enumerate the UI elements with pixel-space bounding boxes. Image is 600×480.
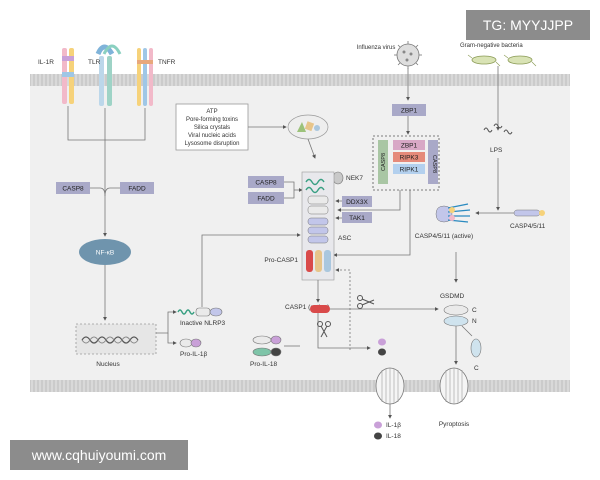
tnfr-receptor: [137, 48, 153, 106]
tak1-box: [342, 212, 372, 223]
gsdmd-c-fragment: [470, 338, 482, 358]
stimuli-line-2: Pore-forming toxins: [186, 117, 238, 123]
scissors-icon: [357, 295, 375, 309]
casp8-vertical-right-label: CASP8: [431, 155, 437, 173]
casp8-vertical-right: [428, 140, 438, 184]
inactive-nlrp3-label: Inactive NLRP3: [180, 320, 226, 327]
ddx3x-box: [342, 196, 372, 207]
casp4511-label: CASP4/5/11: [510, 223, 546, 230]
casp8-left-box: [56, 182, 90, 194]
ripk3-label: RIPK3: [400, 155, 419, 162]
il18-legend-label: IL-18: [386, 433, 401, 440]
pro-casp1-label: Pro-CASP1: [264, 257, 298, 264]
inactive-nlrp3: [177, 307, 223, 317]
stimuli-box: [175, 103, 249, 151]
stimuli-line-3: Silica crystals: [194, 125, 230, 131]
nucleus-label: Nucleus: [96, 361, 120, 368]
casp1-active-label: CASP1 (active): [285, 304, 329, 311]
pro-il18-mid: [252, 347, 282, 357]
casp8-vertical-left-label: CASP8: [381, 153, 387, 171]
il1b-legend-label: IL-1β: [386, 422, 401, 429]
zbp1-inner-label: ZBP1: [401, 143, 418, 150]
nucleus: [75, 323, 157, 355]
pro-il1b-label: Pro-IL-1β: [180, 351, 207, 358]
stimuli-line-5: Lysosome disruption: [185, 141, 240, 147]
gsdmd-pore-left: [375, 367, 405, 405]
il1b-mature: [378, 338, 386, 346]
il1r-label: IL-1R: [38, 59, 54, 66]
pyroptosis-label: Pyroptosis: [439, 421, 470, 428]
watermark-url: www.cqhuiyoumi.com: [10, 440, 188, 470]
casp4511-active-label: CASP4/5/11 (active): [415, 233, 473, 240]
ripk1-box: [393, 164, 425, 174]
plasma-membrane-top: [30, 74, 570, 86]
bacteria-label: Gram-negative bacteria: [460, 43, 523, 49]
zbp1-top-label: ZBP1: [401, 108, 418, 115]
casp1-active: [310, 305, 330, 313]
gram-negative-bacteria: [467, 54, 537, 67]
il1r-receptor: [62, 48, 74, 104]
casp8-vertical-left: [378, 140, 388, 184]
nfkb-node: [79, 239, 131, 265]
gsdmd-c-label: C: [472, 307, 477, 314]
tlr-label: TLR: [88, 59, 101, 66]
asc-oligomer: [307, 217, 329, 244]
il18-legend-icon: [374, 432, 382, 440]
gsdmd-c-domain: [443, 304, 469, 316]
gsdmd-n-label: N: [472, 318, 477, 325]
stimuli-line-1: ATP: [206, 109, 217, 115]
il18-mature: [378, 348, 386, 356]
watermark-tg: TG: MYYJJPP: [466, 10, 590, 40]
lps-molecules: [483, 123, 513, 135]
ripk1-label: RIPK1: [400, 167, 419, 174]
nlrp3-oligomer: [305, 178, 329, 215]
gsdmd-pore-right: [439, 367, 469, 405]
zbp1-inner-box: [393, 140, 425, 150]
gsdmd-c2-label: C: [474, 365, 479, 372]
casp8-mid-label: CASP8: [255, 180, 277, 187]
fadd-mid-label: FADD: [257, 196, 275, 203]
nfkb-label: NF-κB: [96, 250, 114, 257]
pro-il1b-molecule: [179, 338, 202, 348]
gsdmd-n-domain: [443, 315, 469, 327]
pro-il18-label: Pro-IL-18: [250, 361, 277, 368]
pro-casp1-oligomer: [306, 250, 331, 272]
feedback-arrow: [335, 268, 351, 350]
influenza-virus: [394, 41, 422, 69]
fadd-mid-box: [248, 192, 284, 204]
tnfr-label: TNFR: [158, 59, 176, 66]
casp4511-active-cluster: [435, 203, 471, 223]
fadd-left-box: [120, 182, 154, 194]
nek7-node: [332, 171, 344, 185]
gsdmd-label: GSDMD: [440, 293, 465, 300]
ddx3x-label: DDX3X: [346, 199, 368, 206]
tak1-label: TAK1: [349, 215, 365, 222]
lps-label: LPS: [490, 147, 503, 154]
tlr-receptor: [95, 44, 122, 106]
plasma-membrane-bottom: [30, 380, 570, 392]
ripk3-box: [393, 152, 425, 162]
stimuli-line-4: Viral nucleic acids: [188, 133, 236, 139]
il1b-legend-icon: [374, 421, 382, 429]
dna-helix: [81, 336, 139, 344]
fadd-left-label: FADD: [128, 186, 146, 193]
casp4511-inactive: [513, 209, 541, 217]
influenza-label: Influenza virus: [357, 45, 396, 51]
casp8-left-label: CASP8: [62, 186, 84, 193]
scissors-icon-2: [317, 321, 331, 338]
pro-il1b-mid: [252, 335, 282, 345]
asc-label: ASC: [338, 235, 352, 242]
casp8-mid-box: [248, 176, 284, 188]
nek7-label: NEK7: [346, 175, 363, 182]
zbp1-top-box: [392, 104, 426, 116]
ripoptosome-complex: [372, 135, 440, 191]
